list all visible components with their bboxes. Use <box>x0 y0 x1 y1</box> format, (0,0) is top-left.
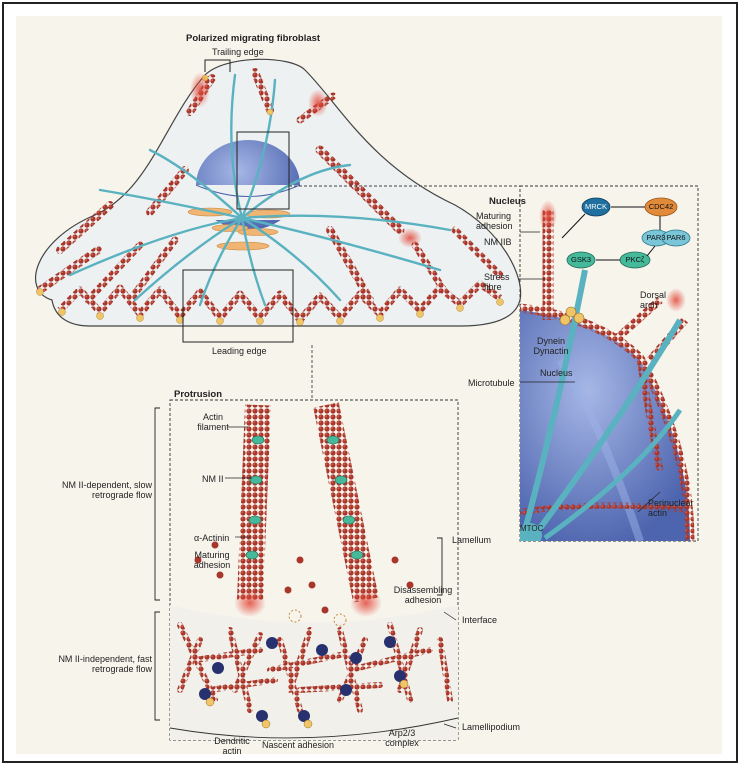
alpha-actinin-label: α-Actinin <box>194 533 229 543</box>
mrck-molecule: MRCK <box>584 203 608 211</box>
nm-iib-label: NM IIB <box>484 237 512 247</box>
nascent-adhesion-label: Nascent adhesion <box>262 740 334 750</box>
nucleus-panel-title: Nucleus <box>489 197 526 207</box>
par3-molecule: PAR3 <box>645 234 667 242</box>
arp23-label: Arp2/3 complex <box>380 728 424 748</box>
nm-ii-label: NM II <box>202 474 224 484</box>
interface-label: Interface <box>462 615 497 625</box>
dorsal-arch-label: Dorsal arch <box>640 290 680 310</box>
mtoc-label: MTOC <box>520 524 543 534</box>
dynein-dynactin-label: Dynein Dynactin <box>530 336 572 356</box>
pkcz-molecule: PKCζ <box>622 256 648 264</box>
microtubule-label: Microtubule <box>468 378 515 388</box>
leading-edge-label: Leading edge <box>212 346 267 356</box>
stress-fibre-label: Stress fibre <box>484 272 520 292</box>
disassembling-adhesion-label: Disassembling adhesion <box>392 585 454 605</box>
dendritic-actin-label: Dendritic actin <box>212 736 252 756</box>
lamellum-label: Lamellum <box>452 535 491 545</box>
slow-retrograde-flow-label: NM II-dependent, slow retrograde flow <box>42 480 152 500</box>
figure-title: Polarized migrating fibroblast <box>186 34 320 44</box>
maturing-adhesion-label-protrusion: Maturing adhesion <box>190 550 234 570</box>
actin-filament-label: Actin filament <box>196 412 230 432</box>
nucleus-label: Nucleus <box>540 368 573 378</box>
par6-molecule: PAR6 <box>665 234 687 242</box>
cdc42-molecule: CDC42 <box>647 203 675 211</box>
gsk3-molecule: GSK3 <box>570 256 592 264</box>
protrusion-panel-title: Protrusion <box>174 390 222 400</box>
lamellipodium-label: Lamellipodium <box>462 722 520 732</box>
fast-retrograde-flow-label: NM II-independent, fast retrograde flow <box>42 654 152 674</box>
maturing-adhesion-label-nucleus: Maturing adhesion <box>476 211 520 231</box>
protrusion-panel <box>170 400 458 740</box>
trailing-edge-label: Trailing edge <box>212 47 264 57</box>
perinuclear-actin-label: Perinuclear actin <box>648 498 700 518</box>
